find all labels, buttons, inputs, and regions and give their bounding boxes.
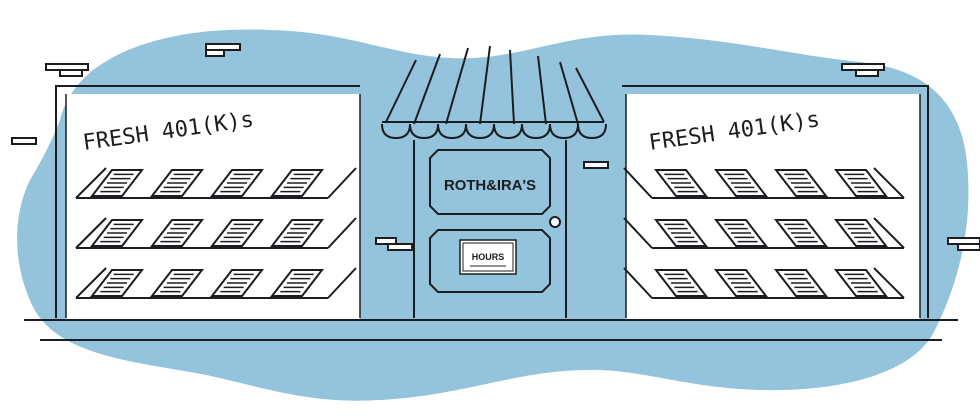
document-icon [713,219,769,247]
door-knob-icon [549,216,561,228]
document-icon [269,169,325,197]
brick-icon [11,43,980,251]
document-icon [209,169,265,197]
document-icon [269,219,325,247]
document-icon [713,269,769,297]
document-icon [149,169,205,197]
document-icon [209,269,265,297]
store-name-panel [429,149,551,215]
hours-sign [459,239,517,275]
document-icon [833,269,889,297]
document-icon [773,169,829,197]
lower-door-panel [429,229,551,293]
document-icon [713,169,769,197]
document-icon [653,219,709,247]
document-icon [89,169,145,197]
document-icon [149,219,205,247]
right-shelves [623,167,905,299]
document-icon [149,269,205,297]
document-icon [773,219,829,247]
document-icon [89,219,145,247]
left-window: FRESH 401(K)s [55,85,361,319]
document-icon [89,269,145,297]
document-icon [653,169,709,197]
document-icon [653,269,709,297]
hours-label: HOURS [472,252,505,262]
document-icon [269,269,325,297]
awning-icon [381,45,607,140]
store-name: ROTH&IRA'S [444,177,536,194]
door: ROTH&IRA'S HOURS [413,140,567,318]
document-icon [833,219,889,247]
document-icon [833,169,889,197]
document-icon [773,269,829,297]
left-shelves [75,167,357,299]
right-window: FRESH 401(K)s [622,85,929,319]
document-icon [209,219,265,247]
